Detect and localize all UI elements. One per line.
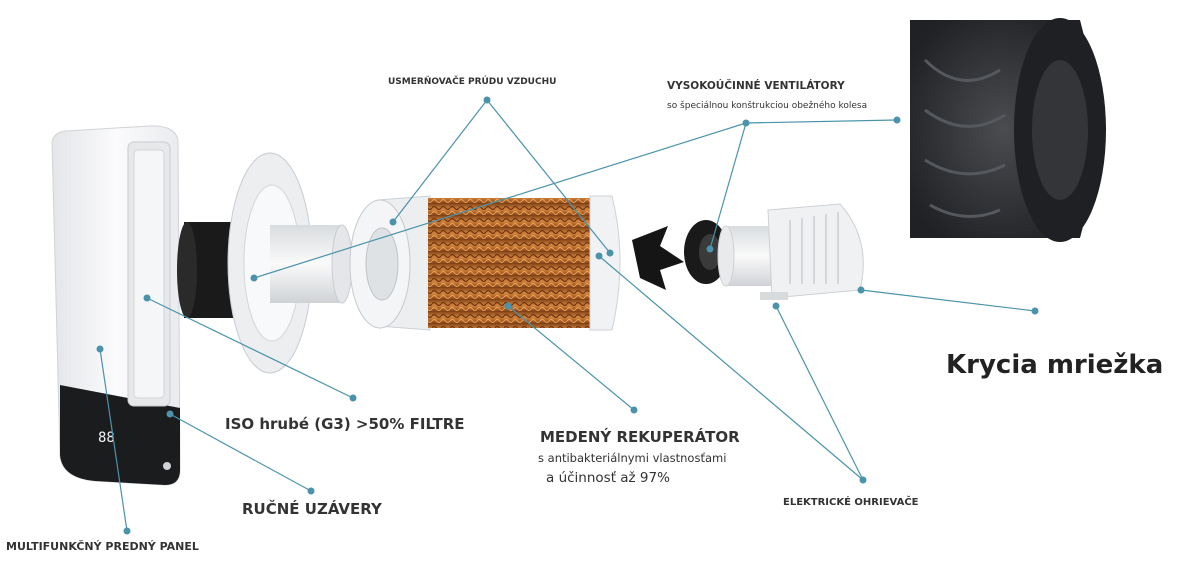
label-front-panel: MULTIFUNKČNÝ PREDNÝ PANEL — [6, 540, 199, 553]
copper-recuperator — [349, 195, 621, 331]
label-recuperator-title: MEDENÝ REKUPERÁTOR — [540, 428, 740, 446]
fan-impeller — [632, 220, 728, 290]
cover-grille — [910, 18, 1106, 242]
leader-dots — [96, 96, 1039, 535]
power-button-icon — [163, 462, 171, 470]
label-manual-shutters: RUČNÉ UZÁVERY — [242, 500, 382, 518]
label-recuperator-line1: s antibakteriálnymi vlastnosťami — [538, 451, 727, 465]
front-panel: 88 — [51, 125, 181, 486]
heater-housing — [717, 203, 864, 300]
label-fans-subtitle: so špeciálnou konštrukciou obežného kole… — [667, 101, 868, 111]
label-air-flow-guides: USMERŇOVAČE PRÚDU VZDUCHU — [388, 77, 557, 87]
label-fans-title: VYSOKOÚČINNÉ VENTILÁTORY — [667, 80, 845, 92]
air-flow-guide-flange — [227, 152, 353, 374]
label-cover-grille: Krycia mriežka — [946, 350, 1164, 380]
panel-display-digits: 88 — [98, 430, 115, 446]
leader-lines — [99, 99, 1036, 532]
label-recuperator-line2: a účinnosť až 97% — [546, 470, 670, 486]
label-heaters: ELEKTRICKÉ OHRIEVAČE — [783, 497, 919, 508]
label-filters: ISO hrubé (G3) >50% FILTRE — [225, 415, 465, 433]
